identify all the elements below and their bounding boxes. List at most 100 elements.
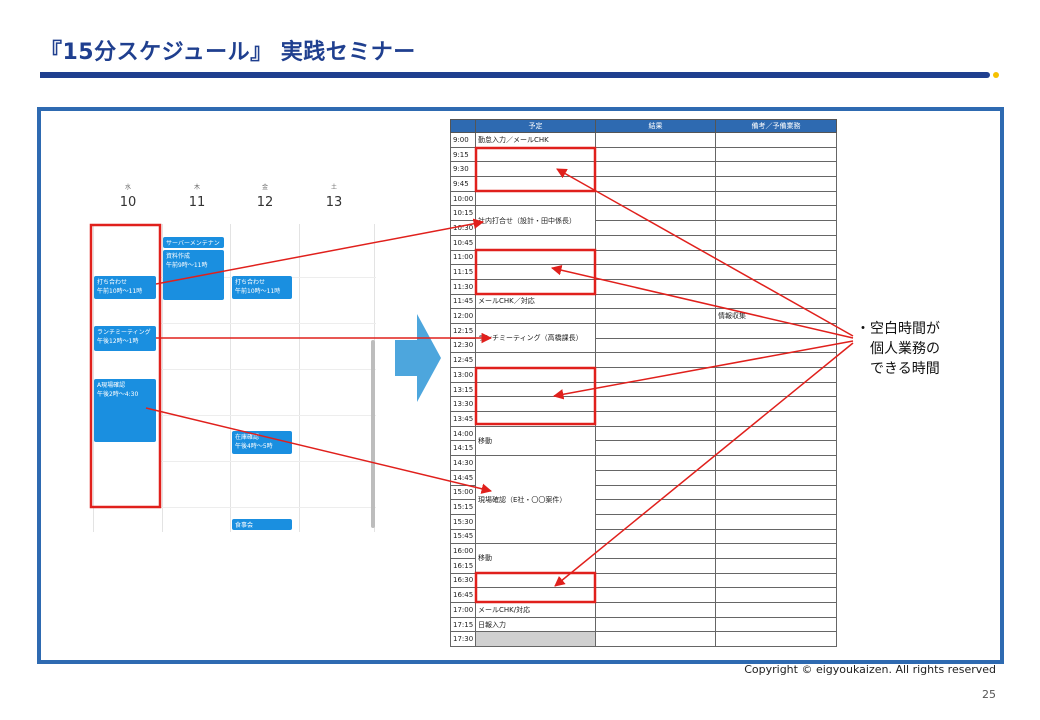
result-cell[interactable] (595, 469, 716, 486)
notes-cell[interactable] (715, 337, 837, 354)
notes-cell[interactable] (715, 220, 837, 236)
calendar-event[interactable]: ランチミーティング 午後12時〜1時 (94, 326, 156, 351)
plan-cell[interactable]: 移動 (475, 425, 596, 457)
plan-cell[interactable] (475, 381, 596, 398)
notes-cell[interactable] (715, 499, 837, 515)
result-cell[interactable] (595, 557, 716, 574)
plan-cell[interactable]: メールCHK／対応 (475, 293, 596, 310)
plan-cell[interactable] (475, 308, 596, 324)
notes-cell[interactable] (715, 469, 837, 486)
notes-cell[interactable] (715, 587, 837, 603)
notes-cell[interactable] (715, 205, 837, 222)
plan-cell[interactable]: ランチミーティング（高橋課長） (475, 322, 596, 354)
notes-cell[interactable] (715, 602, 837, 618)
notes-cell[interactable] (715, 322, 837, 339)
result-cell[interactable] (595, 484, 716, 501)
result-cell[interactable] (595, 205, 716, 222)
plan-cell[interactable] (475, 190, 596, 207)
calendar-event[interactable]: 資料作成 午前9時〜11時 (163, 250, 224, 300)
result-cell[interactable] (595, 322, 716, 339)
calendar-event[interactable]: A現場確認 午後2時〜4:30 (94, 379, 156, 442)
result-cell[interactable] (595, 440, 716, 457)
plan-cell[interactable]: 日報入力 (475, 616, 596, 633)
plan-cell[interactable] (475, 161, 596, 178)
result-cell[interactable] (595, 308, 716, 324)
notes-cell[interactable] (715, 367, 837, 383)
plan-cell[interactable] (475, 411, 596, 427)
notes-cell[interactable] (715, 557, 837, 574)
notes-cell[interactable] (715, 631, 837, 648)
notes-cell[interactable] (715, 352, 837, 368)
notes-cell[interactable] (715, 513, 837, 530)
plan-cell[interactable] (475, 367, 596, 383)
plan-cell[interactable] (475, 176, 596, 192)
notes-cell[interactable] (715, 396, 837, 413)
result-cell[interactable] (595, 176, 716, 192)
result-cell[interactable] (595, 161, 716, 178)
plan-cell[interactable]: 勤怠入力／メールCHK (475, 132, 596, 148)
result-cell[interactable] (595, 602, 716, 618)
result-cell[interactable] (595, 367, 716, 383)
plan-cell[interactable]: 現場確認（E社・〇〇案件） (475, 455, 596, 545)
plan-cell[interactable] (475, 234, 596, 251)
result-cell[interactable] (595, 132, 716, 148)
result-cell[interactable] (595, 264, 716, 280)
result-cell[interactable] (595, 249, 716, 266)
calendar-scrollbar[interactable] (371, 340, 375, 528)
result-cell[interactable] (595, 411, 716, 427)
plan-cell[interactable] (475, 587, 596, 603)
plan-cell[interactable] (475, 396, 596, 413)
result-cell[interactable] (595, 425, 716, 442)
result-cell[interactable] (595, 499, 716, 515)
calendar-event[interactable]: サーバーメンテナン (163, 237, 224, 248)
notes-cell[interactable] (715, 425, 837, 442)
plan-cell[interactable] (475, 352, 596, 368)
notes-cell[interactable] (715, 132, 837, 148)
result-cell[interactable] (595, 572, 716, 589)
result-cell[interactable] (595, 587, 716, 603)
calendar-event[interactable]: 打ち合わせ 午前10時〜11時 (232, 276, 292, 299)
result-cell[interactable] (595, 293, 716, 310)
notes-cell[interactable] (715, 234, 837, 251)
result-cell[interactable] (595, 352, 716, 368)
result-cell[interactable] (595, 146, 716, 163)
result-cell[interactable] (595, 513, 716, 530)
notes-cell[interactable] (715, 440, 837, 457)
plan-cell[interactable] (475, 631, 596, 648)
notes-cell[interactable] (715, 455, 837, 471)
plan-cell[interactable] (475, 146, 596, 163)
notes-cell[interactable] (715, 249, 837, 266)
result-cell[interactable] (595, 528, 716, 545)
plan-cell[interactable] (475, 249, 596, 266)
result-cell[interactable] (595, 190, 716, 207)
result-cell[interactable] (595, 381, 716, 398)
plan-cell[interactable]: メールCHK/対応 (475, 602, 596, 618)
result-cell[interactable] (595, 455, 716, 471)
notes-cell[interactable] (715, 190, 837, 207)
result-cell[interactable] (595, 234, 716, 251)
plan-cell[interactable] (475, 278, 596, 295)
notes-cell[interactable] (715, 528, 837, 545)
plan-cell[interactable] (475, 264, 596, 280)
result-cell[interactable] (595, 396, 716, 413)
calendar-event[interactable]: 打ち合わせ 午前10時〜11時 (94, 276, 156, 299)
notes-cell[interactable] (715, 572, 837, 589)
notes-cell[interactable] (715, 293, 837, 310)
result-cell[interactable] (595, 631, 716, 648)
notes-cell[interactable]: 情報収集 (715, 308, 837, 324)
plan-cell[interactable]: 移動 (475, 543, 596, 574)
result-cell[interactable] (595, 278, 716, 295)
result-cell[interactable] (595, 220, 716, 236)
notes-cell[interactable] (715, 543, 837, 559)
plan-cell[interactable] (475, 572, 596, 589)
calendar-event[interactable]: 在庫確認 午後4時〜5時 (232, 431, 292, 454)
calendar-event[interactable]: 食事会 (232, 519, 292, 530)
notes-cell[interactable] (715, 176, 837, 192)
plan-cell[interactable]: 社内打合せ（設計・田中係長） (475, 205, 596, 236)
notes-cell[interactable] (715, 146, 837, 163)
result-cell[interactable] (595, 543, 716, 559)
notes-cell[interactable] (715, 161, 837, 178)
notes-cell[interactable] (715, 278, 837, 295)
notes-cell[interactable] (715, 616, 837, 633)
result-cell[interactable] (595, 616, 716, 633)
